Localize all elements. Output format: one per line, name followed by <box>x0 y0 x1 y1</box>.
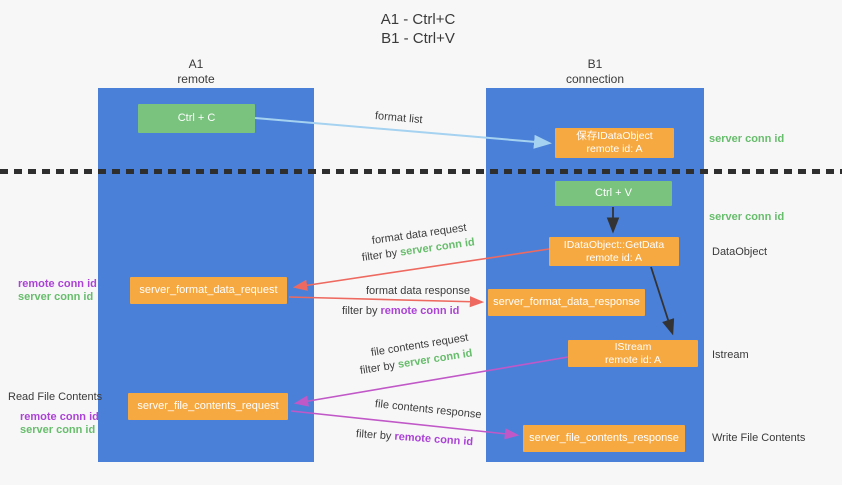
istream-line2: remote id: A <box>604 353 662 366</box>
dataobject-label: DataObject <box>712 246 768 258</box>
left-remote-conn-id-2: remote conn id <box>20 411 99 423</box>
left-remote-conn-id-1: remote conn id <box>18 278 97 290</box>
remote-conn-id-text: remote conn id <box>394 430 474 449</box>
save-idataobject-line1: 保存IDataObject <box>576 130 653 142</box>
left-server-conn-id-2: server conn id <box>20 424 96 436</box>
server-format-data-response-label: server_format_data_response <box>493 296 640 308</box>
server-file-contents-request-label: server_file_contents_request <box>137 400 279 412</box>
filter-by-remote-conn-id-label-2: filter by remote conn id <box>356 428 474 448</box>
node-server-format-data-response: server_format_data_response <box>488 289 645 316</box>
getdata-line1: IDataObject::GetData <box>563 238 665 251</box>
filter-by-text: filter by <box>355 428 392 443</box>
istream-side-label: Istream <box>712 349 749 361</box>
ctrl-v-label: Ctrl + V <box>595 187 632 199</box>
server-format-data-request-label: server_format_data_request <box>139 284 278 296</box>
filter-by-remote-conn-id-label-1: filter by remote conn id <box>342 305 459 317</box>
lane-header-a1: A1 remote <box>146 57 246 87</box>
remote-conn-id-text: remote conn id <box>380 305 460 317</box>
server-file-contents-response-label: server_file_contents_response <box>529 432 679 444</box>
right-server-conn-id-2: server conn id <box>709 211 785 223</box>
node-ctrl-c: Ctrl + C <box>138 104 255 133</box>
node-server-file-contents-request: server_file_contents_request <box>128 393 288 420</box>
node-save-idataobject: 保存IDataObject remote id: A <box>555 128 674 158</box>
copy-paste-divider-dashed-line <box>0 169 842 174</box>
diagram-title: A1 - Ctrl+C B1 - Ctrl+V <box>318 10 518 48</box>
filter-by-text: filter by <box>342 305 378 317</box>
filter-by-text: filter by <box>361 247 398 264</box>
node-server-format-data-request: server_format_data_request <box>130 277 287 304</box>
lane-header-b1: B1 connection <box>545 57 645 87</box>
left-server-conn-id-1: server conn id <box>18 291 94 303</box>
lane-a1-role: remote <box>177 72 215 86</box>
getdata-line2: remote id: A <box>585 251 643 264</box>
lane-a1-name: A1 <box>188 57 204 71</box>
format-list-label: format list <box>374 110 424 127</box>
format-data-response-arrow <box>288 296 485 308</box>
save-idataobject-line2: remote id: A <box>586 143 643 155</box>
file-contents-response-label: file contents response <box>374 398 483 422</box>
node-ctrl-v: Ctrl + V <box>555 181 672 206</box>
filter-by-text: filter by <box>359 359 396 377</box>
lane-b1-name: B1 <box>587 57 603 71</box>
node-istream: IStream remote id: A <box>568 340 698 367</box>
istream-line1: IStream <box>614 340 652 353</box>
title-line-1: A1 - Ctrl+C <box>380 11 456 28</box>
read-file-contents-label: Read File Contents <box>8 391 103 403</box>
node-server-file-contents-response: server_file_contents_response <box>523 425 685 452</box>
title-line-2: B1 - Ctrl+V <box>381 30 455 47</box>
write-file-contents-label: Write File Contents <box>712 432 806 444</box>
lane-b1-role: connection <box>565 72 625 86</box>
node-idataobject-getdata: IDataObject::GetData remote id: A <box>549 237 679 266</box>
format-data-response-label: format data response <box>366 285 470 297</box>
right-server-conn-id-1: server conn id <box>709 133 785 145</box>
ctrl-c-label: Ctrl + C <box>177 112 216 124</box>
